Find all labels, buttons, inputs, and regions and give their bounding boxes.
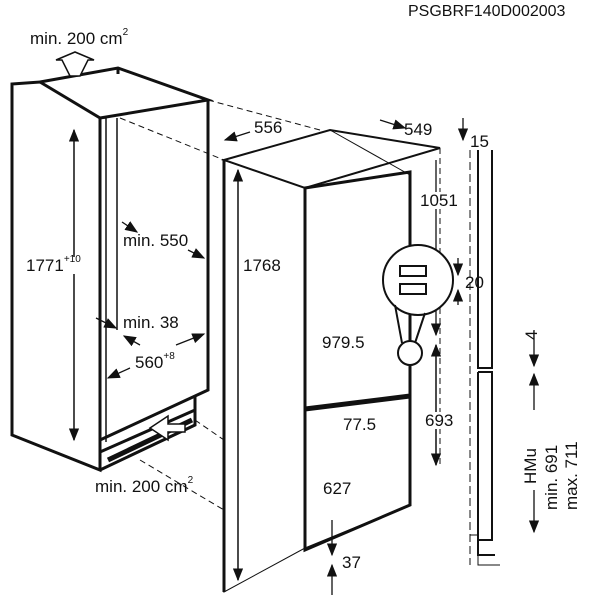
hmu-max-label: max. 711 [562, 441, 581, 510]
furniture-door-panel [470, 150, 500, 566]
lower-section-label: 693 [425, 411, 454, 430]
hmu-label: HMu [521, 448, 540, 484]
door-gap-label: 77.5 [343, 415, 377, 434]
dimension-lines [68, 118, 540, 595]
lower-door-label: 627 [323, 479, 352, 498]
side-min-label: min. 38 [123, 313, 179, 332]
vent-bottom-label: min. 200 cm2 [95, 475, 194, 496]
depth-min-label: min. 550 [123, 231, 189, 250]
hinge-detail [382, 244, 454, 366]
top-gap-label: 15 [470, 132, 489, 151]
vent-top-label: min. 200 cm2 [30, 27, 129, 48]
upper-door-top-label: 1051 [420, 191, 458, 210]
product-code: PSGBRF140D002003 [408, 3, 566, 20]
cabinet-width-label: 560+8 [135, 351, 175, 372]
door-gap-4-label: 4 [522, 330, 541, 340]
vent-up-arrow-icon [55, 51, 95, 77]
appliance-depth-label: 549 [404, 120, 433, 139]
cabinet-height-label: 1771+10 [26, 254, 81, 275]
hmu-min-label: min. 691 [542, 444, 561, 510]
bottom-gap-label: 37 [342, 553, 361, 572]
appliance-width-label: 556 [254, 118, 283, 137]
hinge-gap-label: 20 [465, 273, 484, 292]
appliance-height-label: 1768 [243, 256, 281, 275]
upper-door-label: 979.5 [322, 333, 365, 352]
vent-in-arrow-icon [148, 414, 186, 442]
